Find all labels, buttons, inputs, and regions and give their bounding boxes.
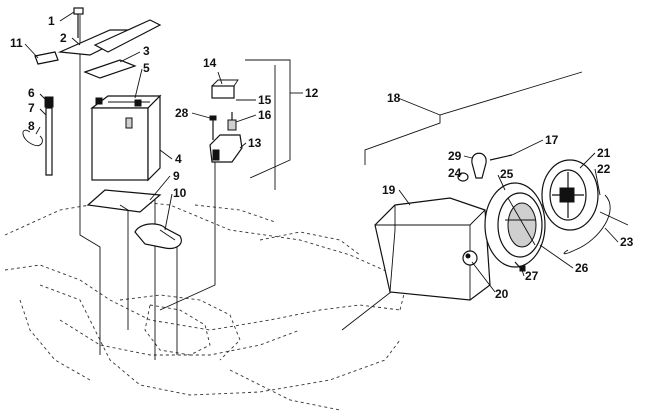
callout-13: 13	[248, 136, 262, 150]
callout-11: 11	[10, 36, 23, 50]
pad-part	[34, 51, 59, 65]
callout-26: 26	[575, 261, 589, 275]
callout-19: 19	[382, 183, 396, 197]
callout-23: 23	[620, 235, 634, 249]
callout-1: 1	[48, 14, 55, 28]
callout-2: 2	[60, 31, 67, 45]
callout-8: 8	[28, 119, 35, 133]
callout-leaders	[24, 11, 619, 293]
battery-tray	[86, 189, 162, 213]
callout-24: 24	[448, 166, 462, 180]
callout-18: 18	[387, 91, 401, 105]
callout-12: 12	[305, 86, 319, 100]
callout-7: 7	[28, 101, 35, 115]
assembly-guide-lines	[79, 15, 291, 360]
callout-14: 14	[203, 56, 217, 70]
callout-3: 3	[143, 44, 150, 58]
chassis-outline	[4, 199, 406, 411]
vent-tube	[22, 96, 54, 176]
callout-9: 9	[173, 169, 180, 183]
callout-20: 20	[495, 287, 509, 301]
callout-labels: 1 2 3 4 5 6 7 8 9 10 11 12 13 14 15 16 1…	[10, 14, 634, 301]
bolt-part	[73, 7, 84, 38]
callout-22: 22	[597, 162, 611, 176]
callout-25: 25	[500, 167, 514, 181]
callout-5: 5	[143, 61, 150, 75]
callout-21: 21	[597, 146, 611, 160]
housing-box	[374, 197, 491, 301]
callout-17: 17	[545, 133, 559, 147]
callout-28: 28	[175, 106, 189, 120]
callout-4: 4	[175, 152, 182, 166]
relay-group	[209, 79, 243, 163]
callout-27: 27	[525, 269, 539, 283]
hold-down-strap	[57, 19, 162, 79]
callout-29: 29	[448, 149, 462, 163]
callout-6: 6	[28, 86, 35, 100]
light-ring	[484, 182, 546, 268]
cable-boot	[134, 223, 182, 250]
callout-15: 15	[258, 93, 272, 107]
callout-10: 10	[173, 186, 187, 200]
lens-assembly	[541, 159, 629, 255]
battery-part	[90, 94, 162, 182]
callout-16: 16	[258, 108, 272, 122]
